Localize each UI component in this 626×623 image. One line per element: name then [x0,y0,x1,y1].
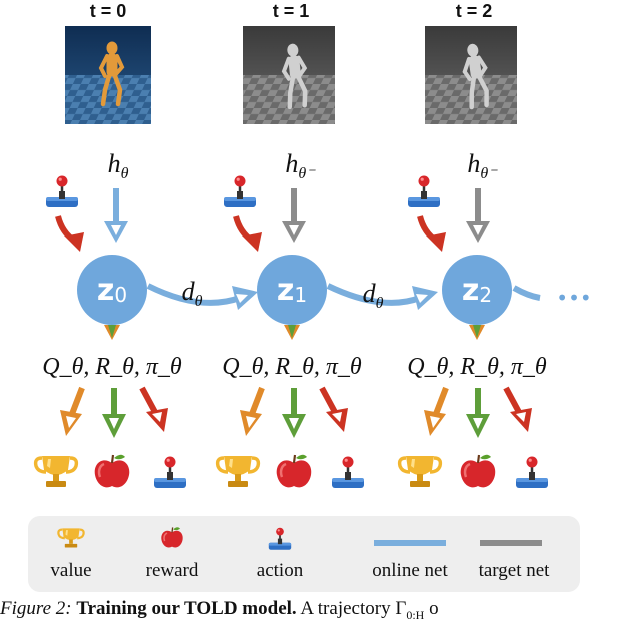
reward-output-arrow [282,388,306,438]
observation-frame-t0 [65,26,151,124]
latent-node-z0: z0 [77,255,147,325]
head-stub [104,325,120,340]
action-output-arrow [139,386,168,432]
latent-node-z2: z2 [442,255,512,325]
timestep-label: t = 2 [456,1,493,21]
action-joystick-icon [152,455,188,490]
observation-frame-t1 [243,26,335,124]
legend-action-label: action [257,560,304,581]
encoder-label: hθ⁻ [285,149,316,182]
heads-label: Q_θ, R_θ, π_θ [222,354,362,380]
legend-value-label: value [50,560,91,581]
legend-online-label: online net [372,560,448,581]
reward-output-arrow [466,388,490,438]
action-output-arrow [503,386,532,432]
action-joystick-icon [330,455,366,490]
dynamics-label: dθ [182,277,203,310]
target-encoder-arrow [282,188,306,243]
legend-target-label: target net [479,560,551,581]
svg-text:z0: z0 [97,273,127,308]
action-joystick-icon [222,174,258,209]
caption-prefix: Figure 2: [0,598,72,619]
value-output-arrow [60,386,85,436]
action-output-arrow [319,386,348,432]
latent-node-z1: z1 [257,255,327,325]
timestep-label: t = 1 [273,1,310,21]
apple-icon [275,453,313,489]
head-stub [284,325,300,340]
action-joystick-icon [44,174,80,209]
head-stub [469,325,485,340]
dynamics-label: dθ [363,279,384,312]
observation-frame-t2 [425,26,517,124]
action-input-arrow [417,215,446,252]
target-encoder-arrow [466,188,490,243]
legend-reward-label: reward [146,560,199,581]
legend-online-swatch [374,540,446,546]
reward-output-arrow [102,388,126,438]
encoder-label: hθ [108,149,129,182]
action-joystick-icon [406,174,442,209]
ellipsis: ••• [556,286,591,310]
caption-sub: 0:H [406,607,425,622]
value-output-arrow [240,386,265,436]
timestep-label: t = 0 [90,1,127,21]
legend: value reward action online net target ne… [28,516,580,592]
figure-caption: Figure 2: Training our TOLD model. A tra… [0,598,626,623]
value-output-arrow [424,386,449,436]
apple-icon [459,453,497,489]
action-input-arrow [55,215,84,252]
caption-title: Training our TOLD model. [76,598,297,619]
dynamics-arrow [326,283,438,310]
dynamics-arrow [146,283,258,310]
trophy-icon [397,454,443,489]
svg-text:z2: z2 [462,273,492,308]
trophy-icon [33,454,79,489]
encoder-label: hθ⁻ [467,149,498,182]
legend-target-swatch [480,540,542,546]
caption-tail: o [429,598,439,619]
caption-text: A trajectory Γ [300,598,407,619]
heads-label: Q_θ, R_θ, π_θ [407,354,547,380]
trophy-icon [215,454,261,489]
svg-text:z1: z1 [277,273,307,308]
heads-label: Q_θ, R_θ, π_θ [42,354,182,380]
action-input-arrow [233,215,262,252]
online-encoder-arrow [104,188,128,243]
continuation-arrow [512,285,541,301]
told-figure: t = 0 t = 1 t = 2 hθ hθ⁻ hθ⁻ [28,1,592,592]
apple-icon [93,453,131,489]
action-joystick-icon [514,455,550,490]
